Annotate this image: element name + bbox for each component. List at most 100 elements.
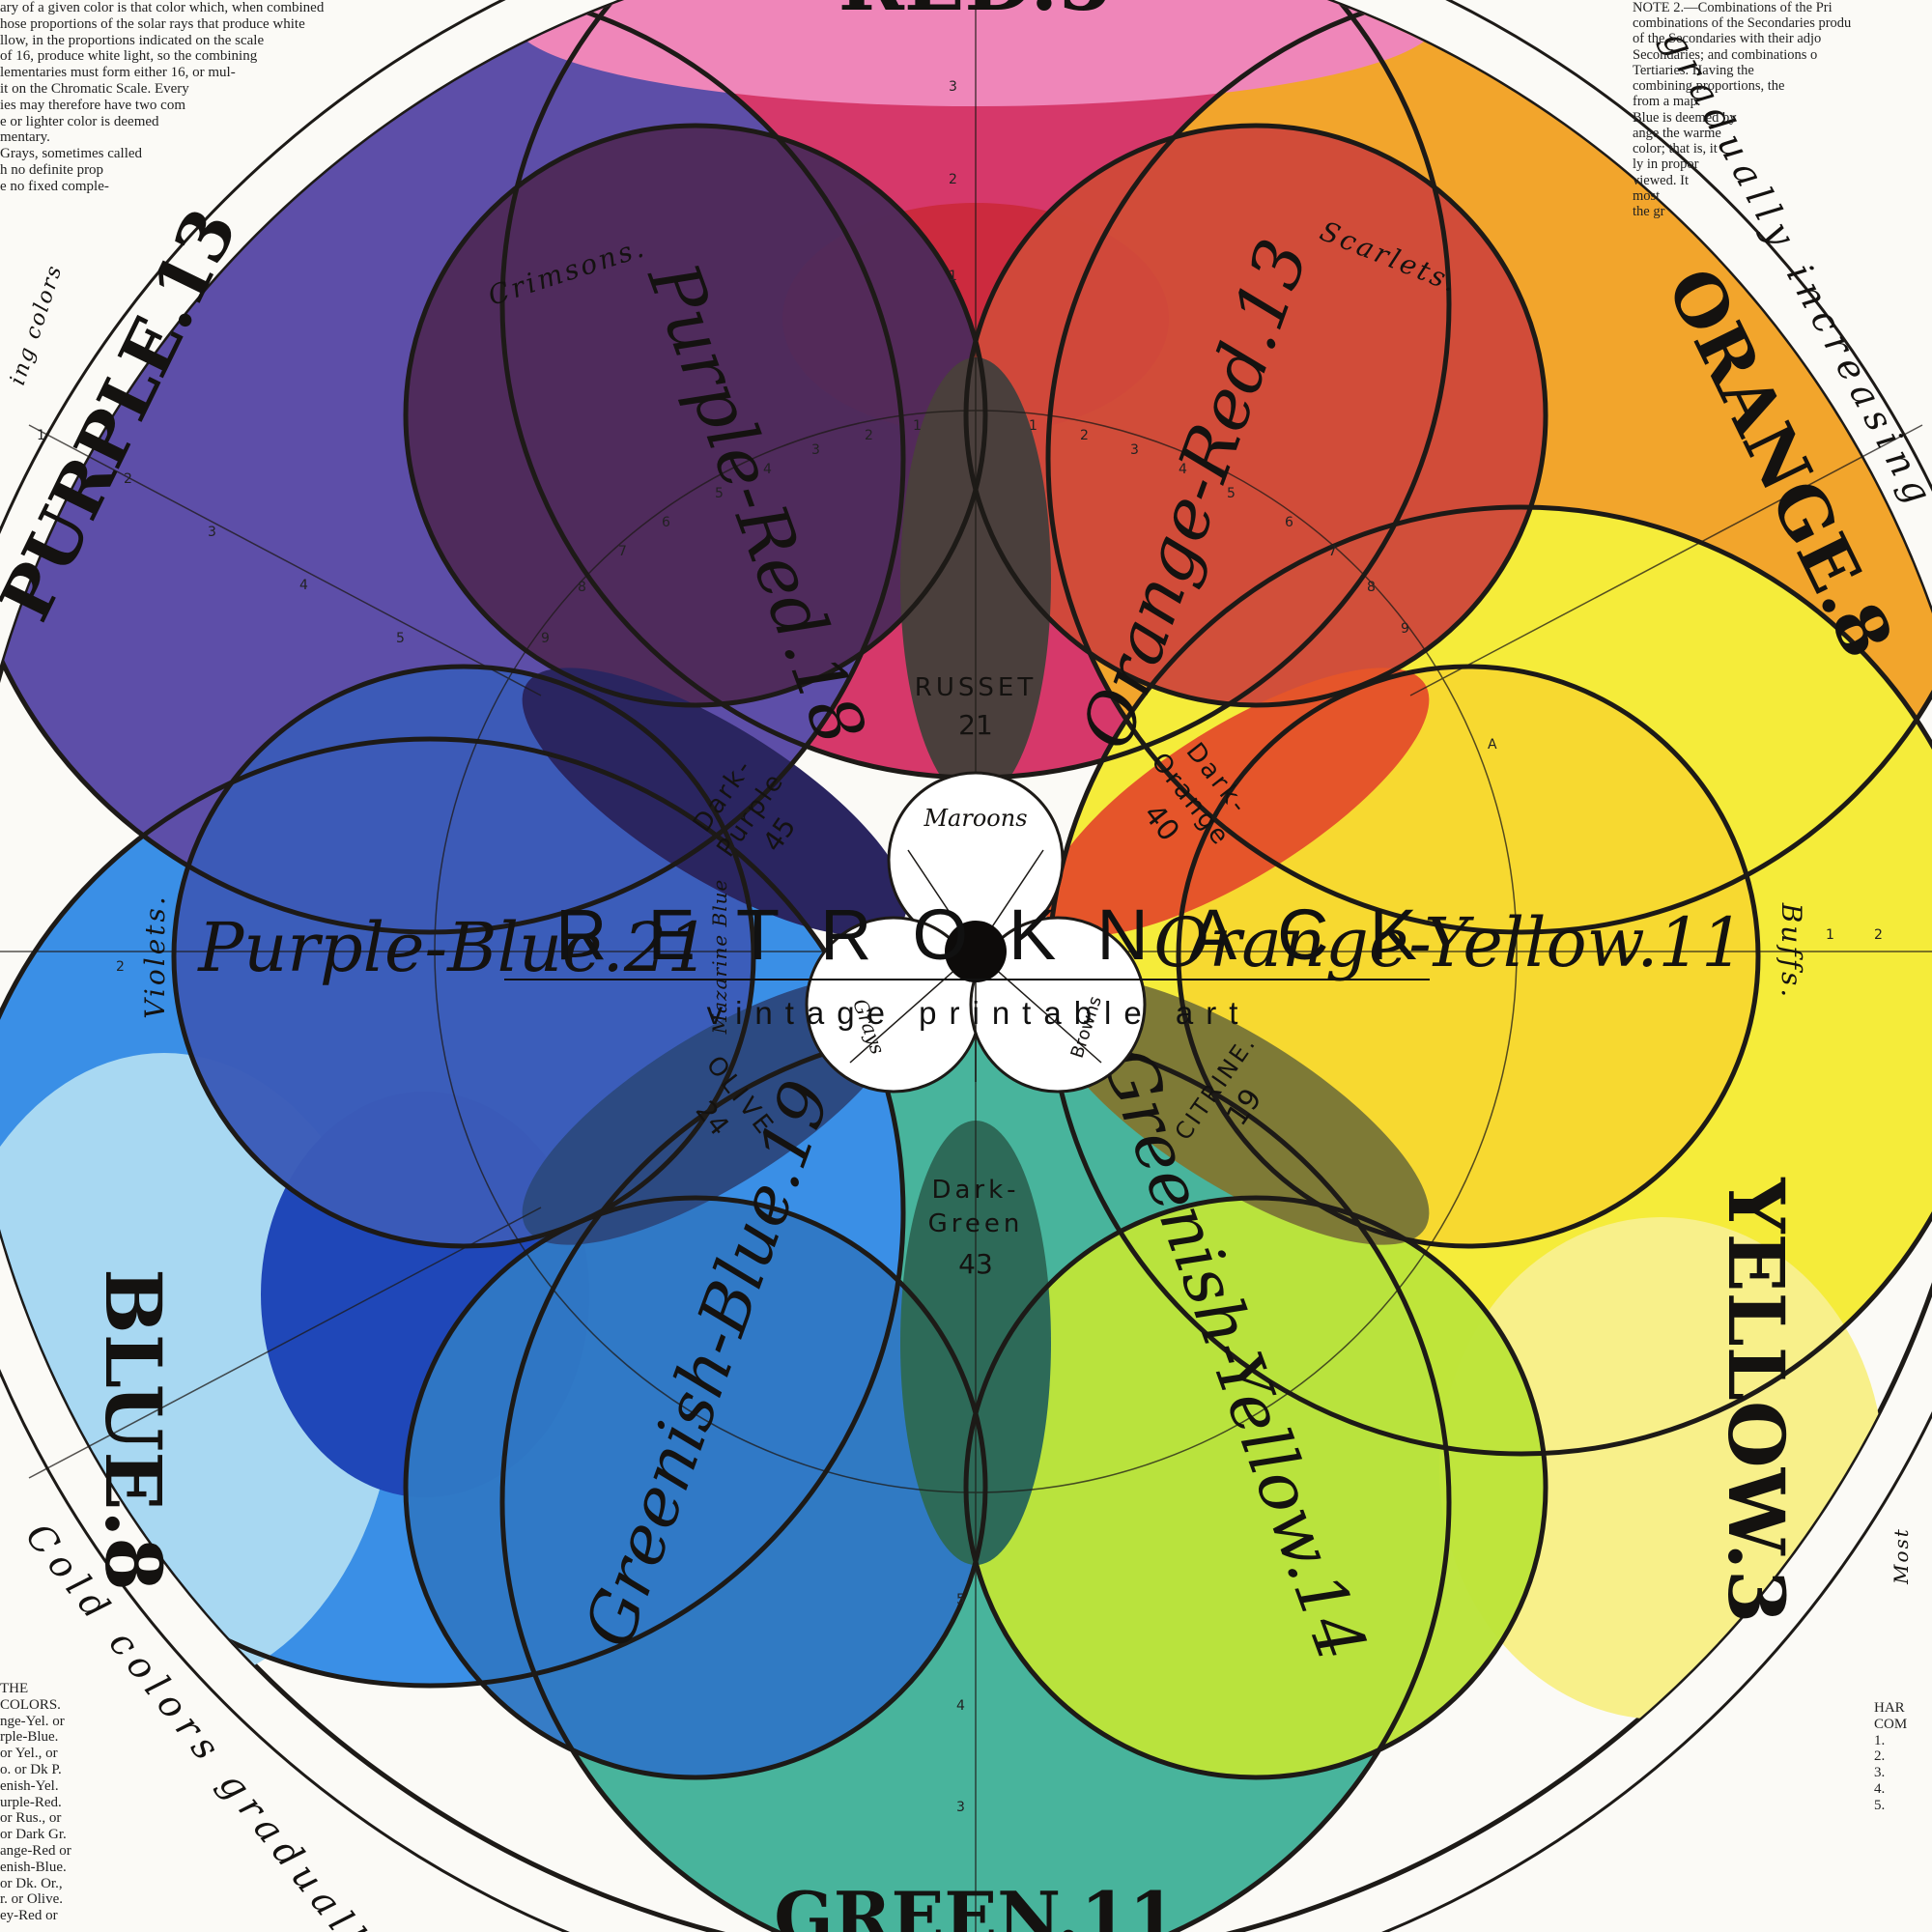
scale-arc-l-3: 4 xyxy=(763,462,772,477)
scale-a-mark: A xyxy=(1488,737,1497,753)
scale-purple-3: 4 xyxy=(299,578,308,593)
label-yellow: YELLOW.3 xyxy=(1711,1177,1802,1623)
note-line: of 16, produce white light, so the combi… xyxy=(0,48,258,65)
note-line: 5. xyxy=(1874,1797,1886,1813)
scale-purple-2: 3 xyxy=(208,525,216,540)
center-dot xyxy=(945,921,1007,982)
scale-h-right-0: 1 xyxy=(1826,927,1834,943)
scale-arc-l-0: 1 xyxy=(913,418,922,434)
scale-v-top-2: 1 xyxy=(949,269,957,284)
label-violets: Violets. xyxy=(139,894,171,1019)
label-russet: RUSSET xyxy=(915,673,1037,702)
note-line: enish-Yel. xyxy=(0,1777,59,1794)
scale-arc-r-8: 9 xyxy=(1401,621,1409,637)
petal-label-maroons: Maroons xyxy=(923,805,1027,832)
scale-v-top-1: 2 xyxy=(949,172,957,187)
note-line: lementaries must form either 16, or mul- xyxy=(0,65,236,81)
scale-arc-l-4: 5 xyxy=(715,486,724,501)
note-line: HAR xyxy=(1874,1700,1905,1716)
note-line: NOTE 2.—Combinations of the Pri xyxy=(1633,0,1833,15)
purple-red-circle xyxy=(406,126,985,705)
note-line: urple-Red. xyxy=(0,1794,62,1810)
scale-h-right-1: 2 xyxy=(1874,927,1883,943)
scale-arc-r-1: 2 xyxy=(1080,428,1089,443)
scale-purple-0: 1 xyxy=(37,428,45,443)
ring-left-top: ing colors xyxy=(6,262,68,388)
scale-arc-l-5: 6 xyxy=(662,515,670,530)
note-line: 2. xyxy=(1874,1748,1886,1765)
olive-lens xyxy=(522,977,908,1245)
label-dark-green-1: Dark- xyxy=(931,1176,1019,1205)
label-buffs: Buffs. xyxy=(1776,902,1807,1001)
note-line: combinations of the Secondaries produ xyxy=(1633,15,1852,32)
scale-arc-l-2: 3 xyxy=(811,442,820,458)
note-line: mentary. xyxy=(0,129,50,146)
citrine-lens xyxy=(1043,977,1430,1245)
note-line: h no definite prop xyxy=(0,161,104,178)
note-line: combining proportions, the xyxy=(1633,78,1785,95)
scale-v-bot-1: 4 xyxy=(956,1698,965,1714)
notes-top-left: ary of a given color is that color which… xyxy=(0,0,338,195)
note-line: 3. xyxy=(1874,1765,1886,1781)
label-blue: BLUE.8 xyxy=(88,1268,179,1591)
watermark-rule xyxy=(504,979,1430,980)
label-orange-yellow: Orange-Yellow.11 xyxy=(1153,903,1744,982)
greenish-blue-circle xyxy=(406,1198,985,1777)
scale-arc-r-3: 4 xyxy=(1179,462,1187,477)
note-line: Tertiaries. Having the xyxy=(1633,62,1754,78)
primary-labels: RED.5 YELLOW.3 BLUE.8 xyxy=(88,0,1802,1624)
note-line: nge-Yel. or xyxy=(0,1713,65,1729)
scale-arc-l-6: 7 xyxy=(618,544,627,559)
note-line: or Dark Gr. xyxy=(0,1827,67,1843)
ring-right-bottom: Most xyxy=(1889,1527,1913,1585)
note-line: o. or Dk P. xyxy=(0,1761,62,1777)
note-line: r. or Olive. xyxy=(0,1891,63,1908)
note-line: ies may therefore have two com xyxy=(0,97,186,113)
note-line: enish-Blue. xyxy=(0,1859,67,1875)
note-line: 1. xyxy=(1874,1732,1886,1748)
note-line: ly in propor xyxy=(1633,156,1699,173)
label-green: GREEN.11 xyxy=(774,1876,1178,1932)
label-dark-green-2: Green xyxy=(928,1209,1024,1238)
note-line: or Yel., or xyxy=(0,1746,58,1762)
note-line: ey-Red or xyxy=(0,1908,58,1924)
note-line: ange-Red or xyxy=(0,1842,71,1859)
note-line: Grays, sometimes called xyxy=(0,146,143,162)
scale-arc-l-1: 2 xyxy=(865,428,873,443)
note-line: Blue is deemed by xyxy=(1633,109,1737,126)
scale-arc-l-7: 8 xyxy=(578,580,586,595)
note-line: most xyxy=(1633,187,1661,204)
scale-purple-1: 2 xyxy=(124,471,132,487)
scale-arc-r-4: 5 xyxy=(1227,486,1236,501)
note-line: or Dk. Or., xyxy=(0,1875,63,1891)
orange-red-circle xyxy=(966,126,1546,705)
scale-arc-r-2: 3 xyxy=(1130,442,1139,458)
note-line: the gr xyxy=(1633,204,1665,220)
note-line: viewed. It xyxy=(1633,172,1689,188)
label-red: RED.5 xyxy=(838,0,1113,29)
note-line: rple-Blue. xyxy=(0,1729,59,1746)
greenish-yellow-circle xyxy=(966,1198,1546,1777)
note-line: or Rus., or xyxy=(0,1810,62,1827)
label-purple-blue: Purple-Blue.21 xyxy=(196,908,710,987)
label-dark-green-num: 43 xyxy=(958,1248,993,1280)
scale-arc-r-0: 1 xyxy=(1029,418,1037,434)
note-line: Secondaries; and combinations o xyxy=(1633,46,1818,63)
dark-orange-lens xyxy=(1043,668,1430,936)
note-line: color; that is, it xyxy=(1633,141,1718,157)
note-line: THE xyxy=(0,1681,29,1696)
scale-arc-r-5: 6 xyxy=(1285,515,1293,530)
dark-purple-lens xyxy=(522,668,908,936)
scale-h-left-0: 2 xyxy=(116,959,125,975)
scale-arc-r-6: 7 xyxy=(1328,544,1337,559)
note-line: COLORS. xyxy=(0,1696,61,1713)
scale-v-top-0: 3 xyxy=(949,79,957,95)
scale-marks: 3 2 1 5 4 3 1 2 3 4 5 6 7 8 9 1 2 3 4 5 … xyxy=(37,79,1883,1815)
note-line: e no fixed comple- xyxy=(0,178,109,194)
scale-arc-l-8: 9 xyxy=(541,631,550,646)
note-line: ary of a given color is that color which… xyxy=(0,0,325,15)
scale-arc-r-7: 8 xyxy=(1367,580,1376,595)
